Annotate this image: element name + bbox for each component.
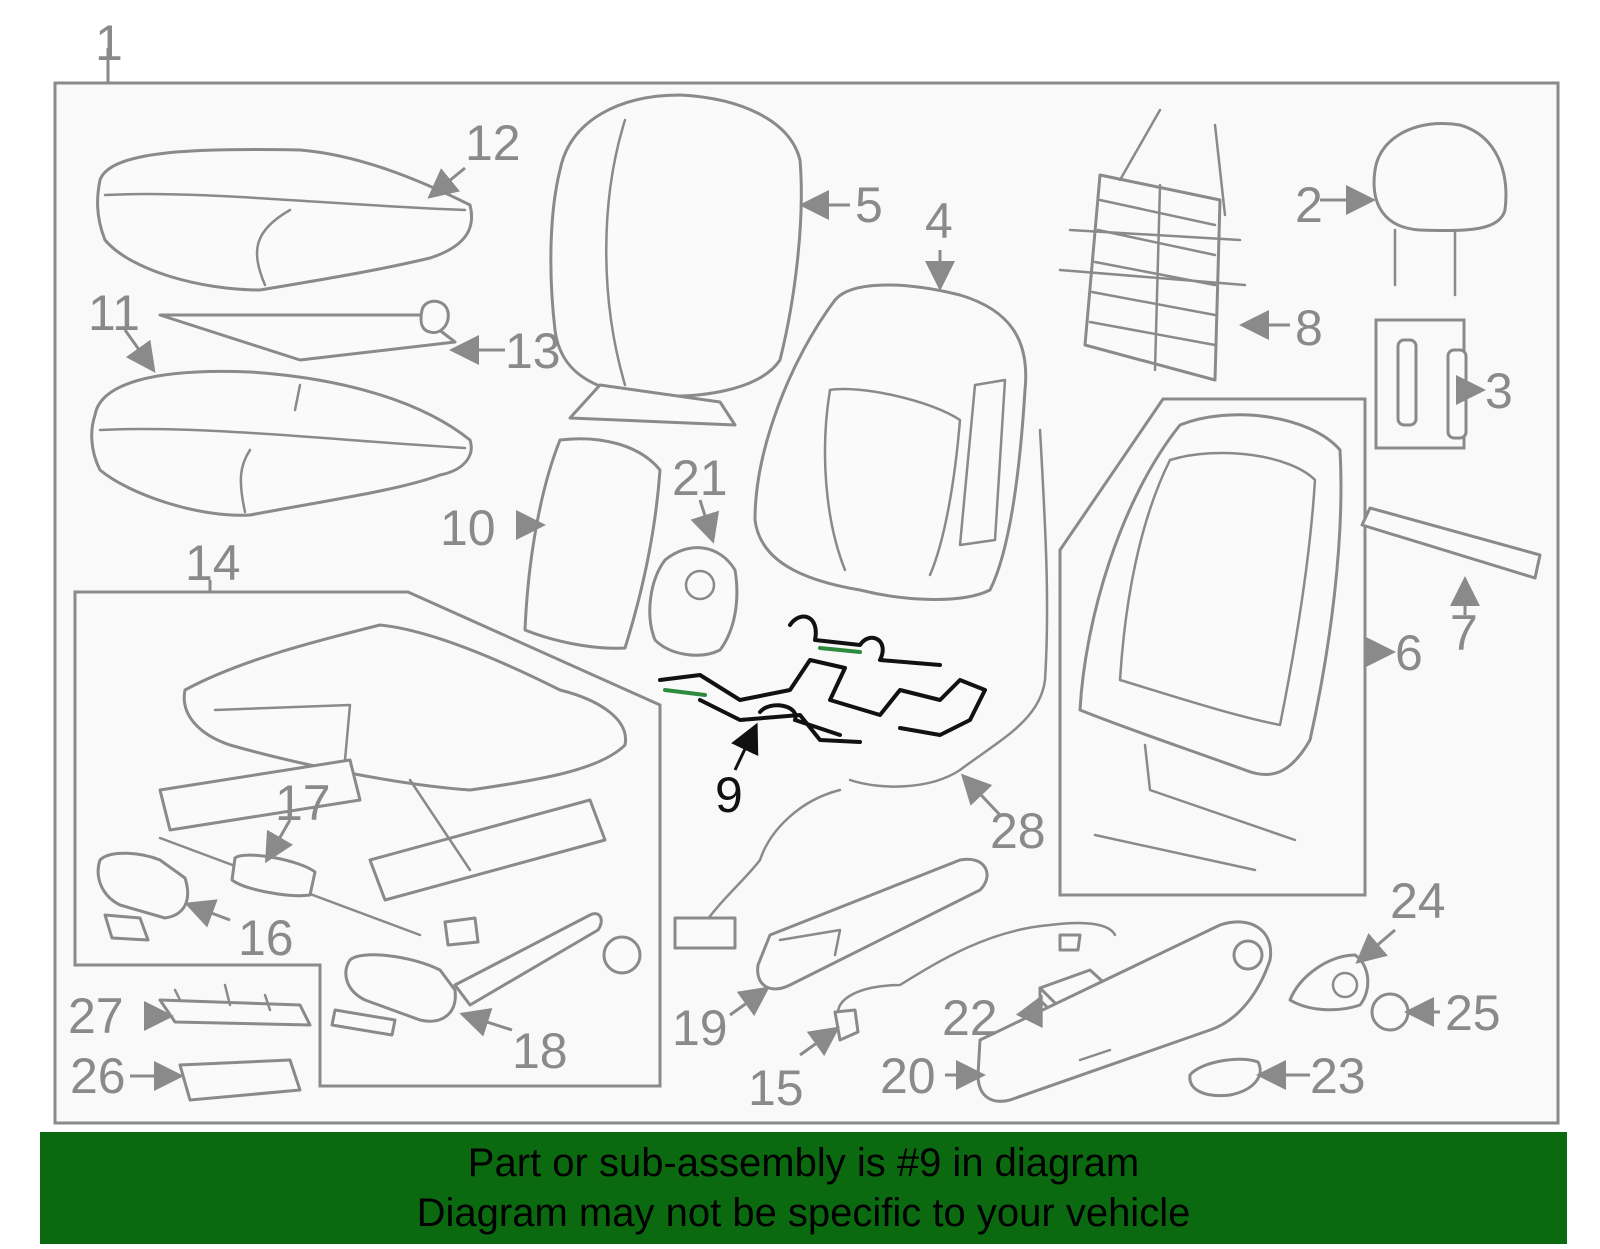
seat-back-panel	[523, 437, 662, 650]
banner-line-1: Part or sub-assembly is #9 in diagram	[467, 1141, 1140, 1185]
recliner-bracket	[648, 546, 739, 657]
drive-cable-17	[158, 836, 422, 937]
callout-2: 2	[1295, 177, 1323, 233]
seat-cushion-pad	[90, 369, 473, 517]
callout-26: 26	[70, 1048, 126, 1104]
callout-23: 23	[1310, 1048, 1366, 1104]
callout-9: 9	[715, 767, 743, 823]
callout-3: 3	[1485, 363, 1513, 419]
callout-28: 28	[990, 803, 1046, 859]
callout-24: 24	[1390, 873, 1446, 929]
seat-heater-element	[658, 614, 987, 744]
callout-19: 19	[672, 1000, 728, 1056]
callout-leaders	[123, 166, 1486, 1091]
callout-25: 25	[1445, 985, 1501, 1041]
backframe-subframe	[1058, 397, 1367, 897]
seat-back-frame	[1078, 413, 1343, 872]
callout-5: 5	[855, 177, 883, 233]
callout-4: 4	[925, 193, 953, 249]
callout-1: 1	[95, 15, 123, 71]
cap-25	[1370, 992, 1410, 1032]
callout-18: 18	[512, 1023, 568, 1079]
seat-back-cover	[549, 93, 803, 427]
trim-strip	[1360, 506, 1542, 580]
callout-15: 15	[748, 1060, 804, 1116]
callout-7: 7	[1450, 605, 1478, 661]
callout-16: 16	[238, 910, 294, 966]
callout-17: 17	[275, 775, 331, 831]
seat-cushion-cover	[96, 147, 474, 292]
control-module-26	[178, 1058, 302, 1102]
callout-13: 13	[505, 323, 561, 379]
callout-12: 12	[465, 115, 521, 171]
banner-line-2: Diagram may not be specific to your vehi…	[416, 1191, 1191, 1235]
callout-20: 20	[880, 1048, 936, 1104]
wire-harness	[673, 428, 1049, 950]
cushion-heater-mat	[158, 299, 457, 362]
recliner-handle-24	[1288, 953, 1370, 1012]
callout-21: 21	[672, 450, 728, 506]
callout-6: 6	[1395, 625, 1423, 681]
side-shield-20	[976, 920, 1273, 1103]
info-banner: Part or sub-assembly is #9 in diagram Di…	[40, 1132, 1567, 1244]
seat-adjuster	[158, 623, 628, 902]
side-shield-19	[756, 857, 989, 991]
back-suspension-mat	[1058, 108, 1247, 382]
callout-10: 10	[440, 500, 496, 556]
adjuster-motor-18	[330, 912, 642, 1037]
release-cable-15	[833, 921, 1117, 1042]
callout-11: 11	[88, 285, 140, 341]
seat-back-pad	[753, 283, 1028, 601]
callout-22: 22	[942, 990, 998, 1046]
callout-14: 14	[185, 535, 241, 591]
callout-8: 8	[1295, 300, 1323, 356]
callout-27: 27	[68, 988, 124, 1044]
head-restraint	[1372, 122, 1508, 297]
